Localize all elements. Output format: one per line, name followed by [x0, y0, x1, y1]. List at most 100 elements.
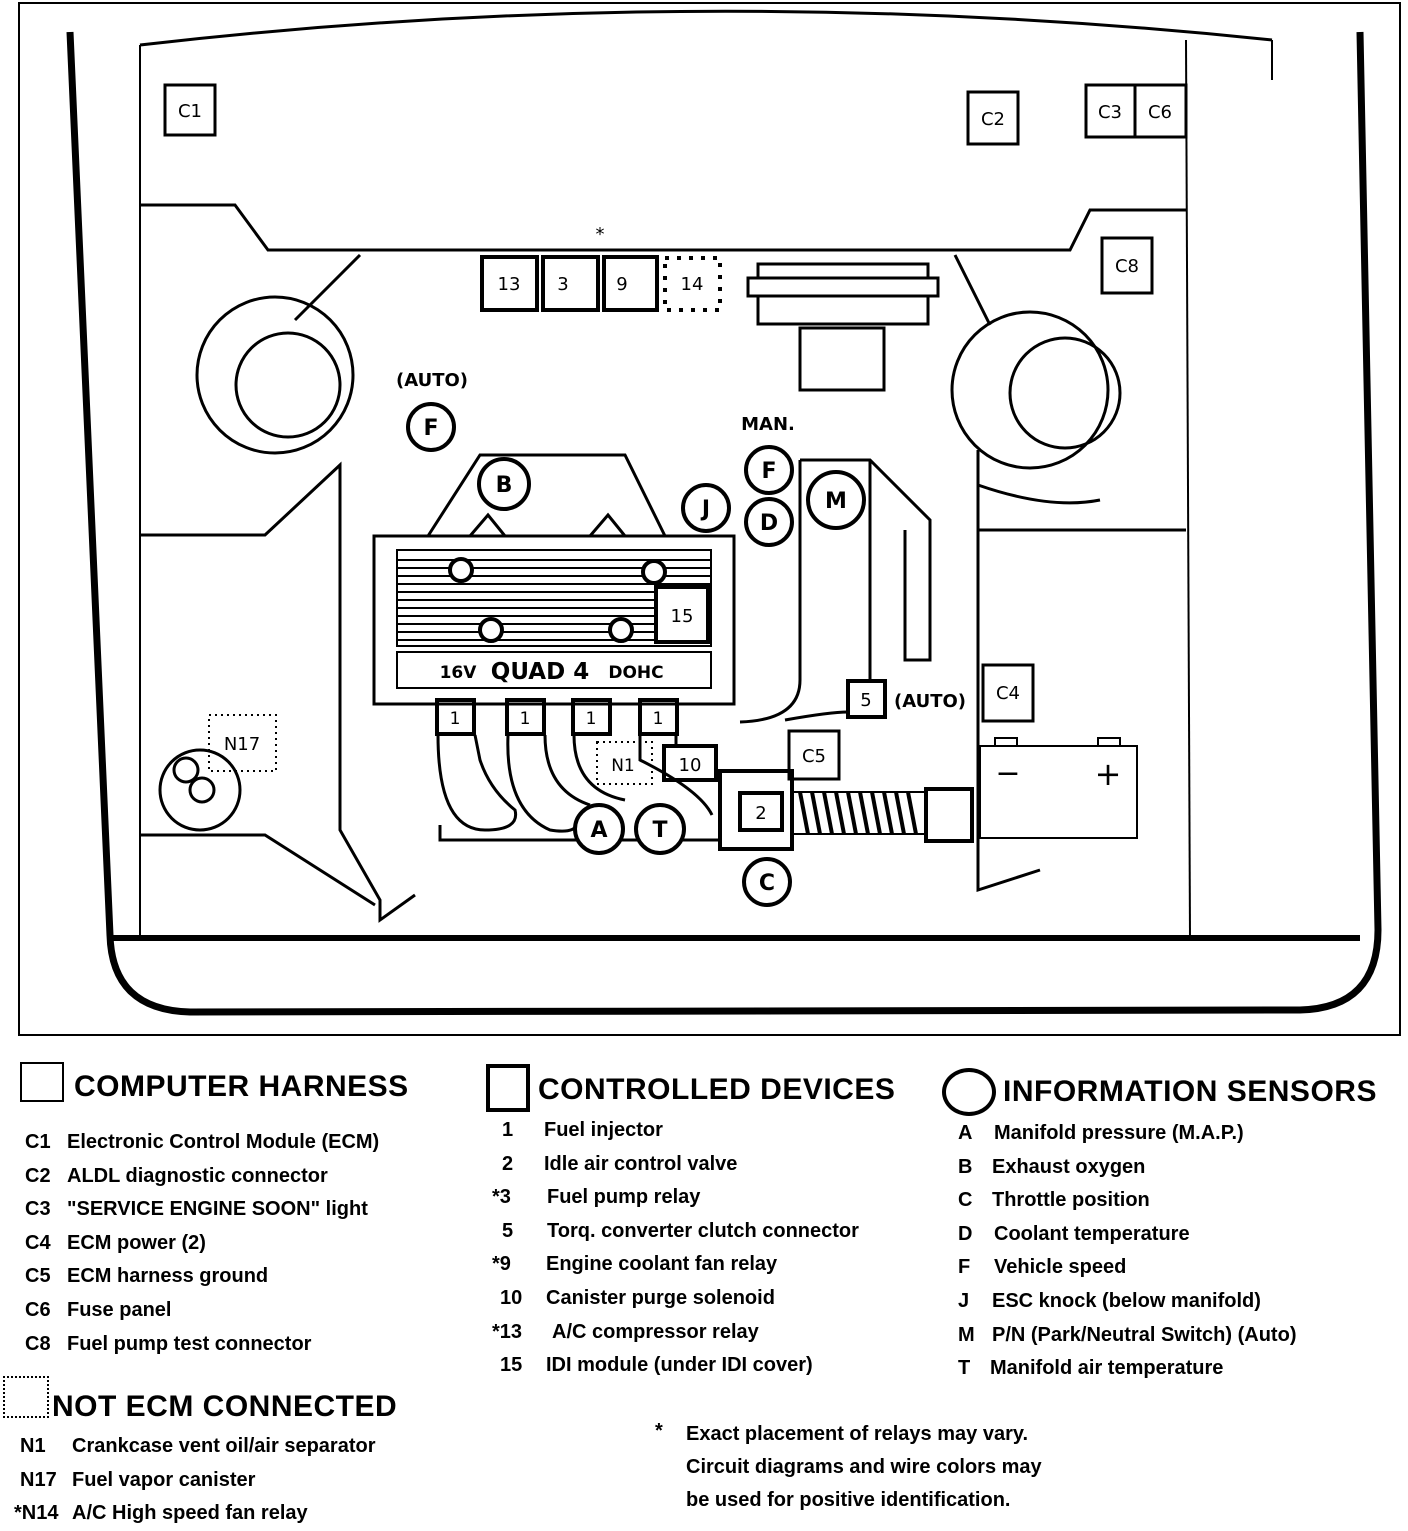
sensor-b-label: B: [496, 473, 513, 498]
c4-label: C4: [996, 683, 1020, 704]
battery-minus: −: [995, 756, 1020, 791]
device-10-label: 10: [679, 755, 702, 776]
engine-compartment-diagram: C1 C2 C3 C6 C8 * 13 3 9 14 (AUTO) F MAN.…: [18, 2, 1401, 1036]
sensor-a-circle: [573, 803, 625, 855]
engine-badge-left: 16V: [440, 663, 478, 683]
man-label: MAN.: [741, 414, 795, 435]
c1-box: [163, 83, 217, 137]
sensor-c-label: C: [759, 871, 775, 896]
sensor-j-label: J: [700, 497, 710, 522]
sensor-m-label: M: [825, 489, 847, 514]
not-ecm-connected-symbol: [3, 1376, 49, 1418]
device-15-box: [654, 585, 710, 644]
engine-badge: [396, 651, 712, 689]
injector-3-box: [571, 698, 612, 736]
c3-label: C3: [1098, 102, 1122, 123]
sensor-f-man-circle: [744, 445, 794, 495]
injector-4-box: [638, 698, 679, 736]
sensor-t-circle: [634, 803, 686, 855]
sensor-c-circle: [742, 857, 792, 907]
device-15-label: 15: [671, 606, 694, 627]
intake-coupler: [924, 787, 974, 843]
sensor-b-circle: [477, 457, 531, 511]
right-strut-tower-outer: [950, 310, 1110, 470]
sensor-t-label: T: [652, 818, 667, 843]
cowl-bottom: [140, 203, 1186, 252]
n17-label: N17: [224, 734, 260, 755]
computer-harness-symbol: [20, 1062, 64, 1102]
relay-13-label: 13: [498, 274, 521, 295]
auto-top-label: (AUTO): [396, 370, 468, 391]
relay-star: *: [596, 224, 605, 245]
sensor-j-circle: [681, 483, 731, 533]
engine-valve-cover: [372, 534, 736, 706]
air-box-body: [756, 294, 930, 326]
relay-14-box: [663, 256, 722, 312]
relay-placement-note: Exact placement of relays may vary. Circ…: [686, 1418, 1042, 1517]
device-5-label: 5: [860, 690, 871, 711]
engine-badge-main: QUAD 4: [491, 659, 589, 685]
left-fender-line: [66, 31, 1382, 1016]
relay-13-box: [480, 255, 539, 312]
controlled-devices-symbol: [486, 1064, 530, 1112]
information-sensors-symbol: [942, 1068, 996, 1116]
sensor-a-label: A: [590, 818, 607, 843]
n1-label: N1: [611, 756, 635, 776]
note-line-1: Exact placement of relays may vary.: [686, 1423, 1029, 1445]
left-strut-tower-inner: [234, 331, 342, 439]
relay-3-label: 3: [557, 274, 568, 295]
engine-badge-right: DOHC: [608, 663, 663, 683]
c2-box: [966, 90, 1020, 146]
engine-top-outline: [426, 453, 667, 537]
c4-box: [981, 663, 1035, 723]
relay-14-label: 14: [681, 274, 704, 295]
c8-box: [1100, 236, 1154, 295]
engine-cover-ribs: [396, 549, 712, 647]
left-strut-tower-outer: [195, 295, 355, 455]
battery-plus: +: [1095, 755, 1122, 793]
device-2-box: [738, 791, 784, 832]
device-5-box: [846, 679, 887, 719]
injector-4-label: 1: [653, 709, 664, 729]
right-body-edge: [1185, 39, 1191, 939]
sensor-d-circle: [744, 497, 794, 547]
c6-label: C6: [1148, 102, 1172, 123]
sensor-m-circle: [806, 470, 866, 530]
sensor-f-auto-label: F: [423, 416, 438, 441]
device-10-box: [662, 744, 718, 782]
controlled-devices-title: CONTROLLED DEVICES: [538, 1073, 896, 1106]
air-box-lower: [798, 326, 886, 392]
sensor-d-label: D: [760, 511, 778, 536]
note-star: *: [655, 1420, 663, 1442]
note-line-3: be used for positive identification.: [686, 1489, 1011, 1511]
battery: [979, 745, 1138, 839]
injector-1-label: 1: [450, 709, 461, 729]
not-ecm-connected-title: NOT ECM CONNECTED: [52, 1390, 398, 1423]
sensor-f-man-label: F: [761, 459, 776, 484]
sensor-f-auto-circle: [406, 402, 456, 452]
fuel-vapor-canister: [158, 748, 242, 832]
